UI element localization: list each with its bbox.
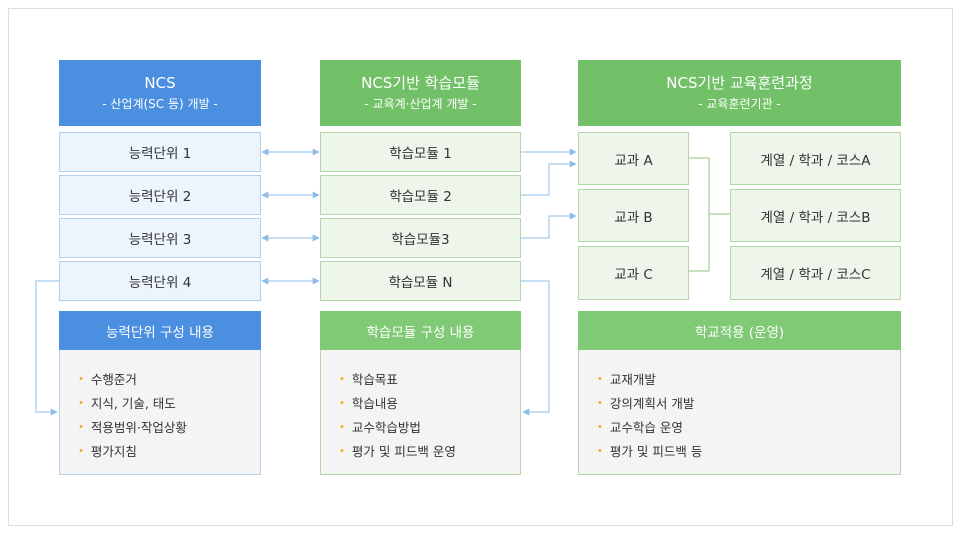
arrow-unit4-to-ncs-content — [35, 280, 59, 416]
bullet-icon: • — [339, 374, 345, 385]
connector-subjectA — [689, 157, 710, 214]
list-item: •교수학습 운영 — [597, 416, 900, 440]
course-title: NCS기반 교육훈련과정 — [666, 74, 813, 92]
module-content-panel: •학습목표 •학습내용 •교수학습방법 •평가 및 피드백 운영 — [320, 350, 521, 475]
list-item: •교재개발 — [597, 368, 900, 392]
module-content-title: 학습모듈 구성 내용 — [320, 311, 521, 350]
module-header: NCS기반 학습모듈 - 교육계·산업계 개발 - — [320, 60, 521, 126]
list-item: •강의계획서 개발 — [597, 392, 900, 416]
course-header: NCS기반 교육훈련과정 - 교육훈련기관 - — [578, 60, 901, 126]
ncs-unit-4: 능력단위 4 — [59, 261, 261, 301]
list-item: •지식, 기술, 태도 — [78, 392, 260, 416]
module-unit-2: 학습모듈 2 — [320, 175, 521, 215]
list-item: •적용범위·작업상황 — [78, 416, 260, 440]
ncs-subtitle: - 산업계(SC 등) 개발 - — [102, 97, 218, 111]
subject-b: 교과 B — [578, 189, 689, 242]
bullet-icon: • — [597, 374, 603, 385]
ncs-title: NCS — [144, 74, 176, 92]
track-c: 계열 / 학과 / 코스C — [730, 246, 901, 300]
list-item: •평가 및 피드백 운영 — [339, 440, 520, 464]
subject-c: 교과 C — [578, 246, 689, 300]
bullet-icon: • — [78, 422, 84, 433]
course-content-panel: •교재개발 •강의계획서 개발 •교수학습 운영 •평가 및 피드백 등 — [578, 350, 901, 475]
ncs-unit-1: 능력단위 1 — [59, 132, 261, 172]
module-content-list: •학습목표 •학습내용 •교수학습방법 •평가 및 피드백 운영 — [339, 368, 520, 464]
module-title: NCS기반 학습모듈 — [361, 74, 480, 92]
course-subtitle: - 교육훈련기관 - — [698, 97, 781, 111]
bullet-icon: • — [78, 374, 84, 385]
ncs-content-list: •수행준거 •지식, 기술, 태도 •적용범위·작업상황 •평가지침 — [78, 368, 260, 464]
list-item: •학습목표 — [339, 368, 520, 392]
course-content-list: •교재개발 •강의계획서 개발 •교수학습 운영 •평가 및 피드백 등 — [597, 368, 900, 464]
ncs-unit-3: 능력단위 3 — [59, 218, 261, 258]
list-item: •교수학습방법 — [339, 416, 520, 440]
subject-a: 교과 A — [578, 132, 689, 185]
bullet-icon: • — [339, 398, 345, 409]
bullet-icon: • — [597, 446, 603, 457]
bullet-icon: • — [339, 446, 345, 457]
connector-subjectC — [689, 214, 710, 272]
list-item: •평가지침 — [78, 440, 260, 464]
track-a: 계열 / 학과 / 코스A — [730, 132, 901, 185]
ncs-content-panel: •수행준거 •지식, 기술, 태도 •적용범위·작업상황 •평가지침 — [59, 350, 261, 475]
module-unit-1: 학습모듈 1 — [320, 132, 521, 172]
arrow-moduleN-to-module-content — [521, 280, 550, 416]
list-item: •학습내용 — [339, 392, 520, 416]
module-subtitle: - 교육계·산업계 개발 - — [364, 97, 477, 111]
course-content-title: 학교적용 (운영) — [578, 311, 901, 350]
ncs-unit-2: 능력단위 2 — [59, 175, 261, 215]
bullet-icon: • — [597, 398, 603, 409]
module-unit-4: 학습모듈 N — [320, 261, 521, 301]
list-item: •평가 및 피드백 등 — [597, 440, 900, 464]
bullet-icon: • — [339, 422, 345, 433]
ncs-content-title: 능력단위 구성 내용 — [59, 311, 261, 350]
bullet-icon: • — [78, 446, 84, 457]
bullet-icon: • — [597, 422, 603, 433]
arrow-module3-subjectB — [521, 212, 577, 239]
list-item: •수행준거 — [78, 368, 260, 392]
track-b: 계열 / 학과 / 코스B — [730, 189, 901, 242]
arrow-module2-subjectA — [521, 160, 577, 196]
ncs-header: NCS - 산업계(SC 등) 개발 - — [59, 60, 261, 126]
module-unit-3: 학습모듈3 — [320, 218, 521, 258]
bullet-icon: • — [78, 398, 84, 409]
